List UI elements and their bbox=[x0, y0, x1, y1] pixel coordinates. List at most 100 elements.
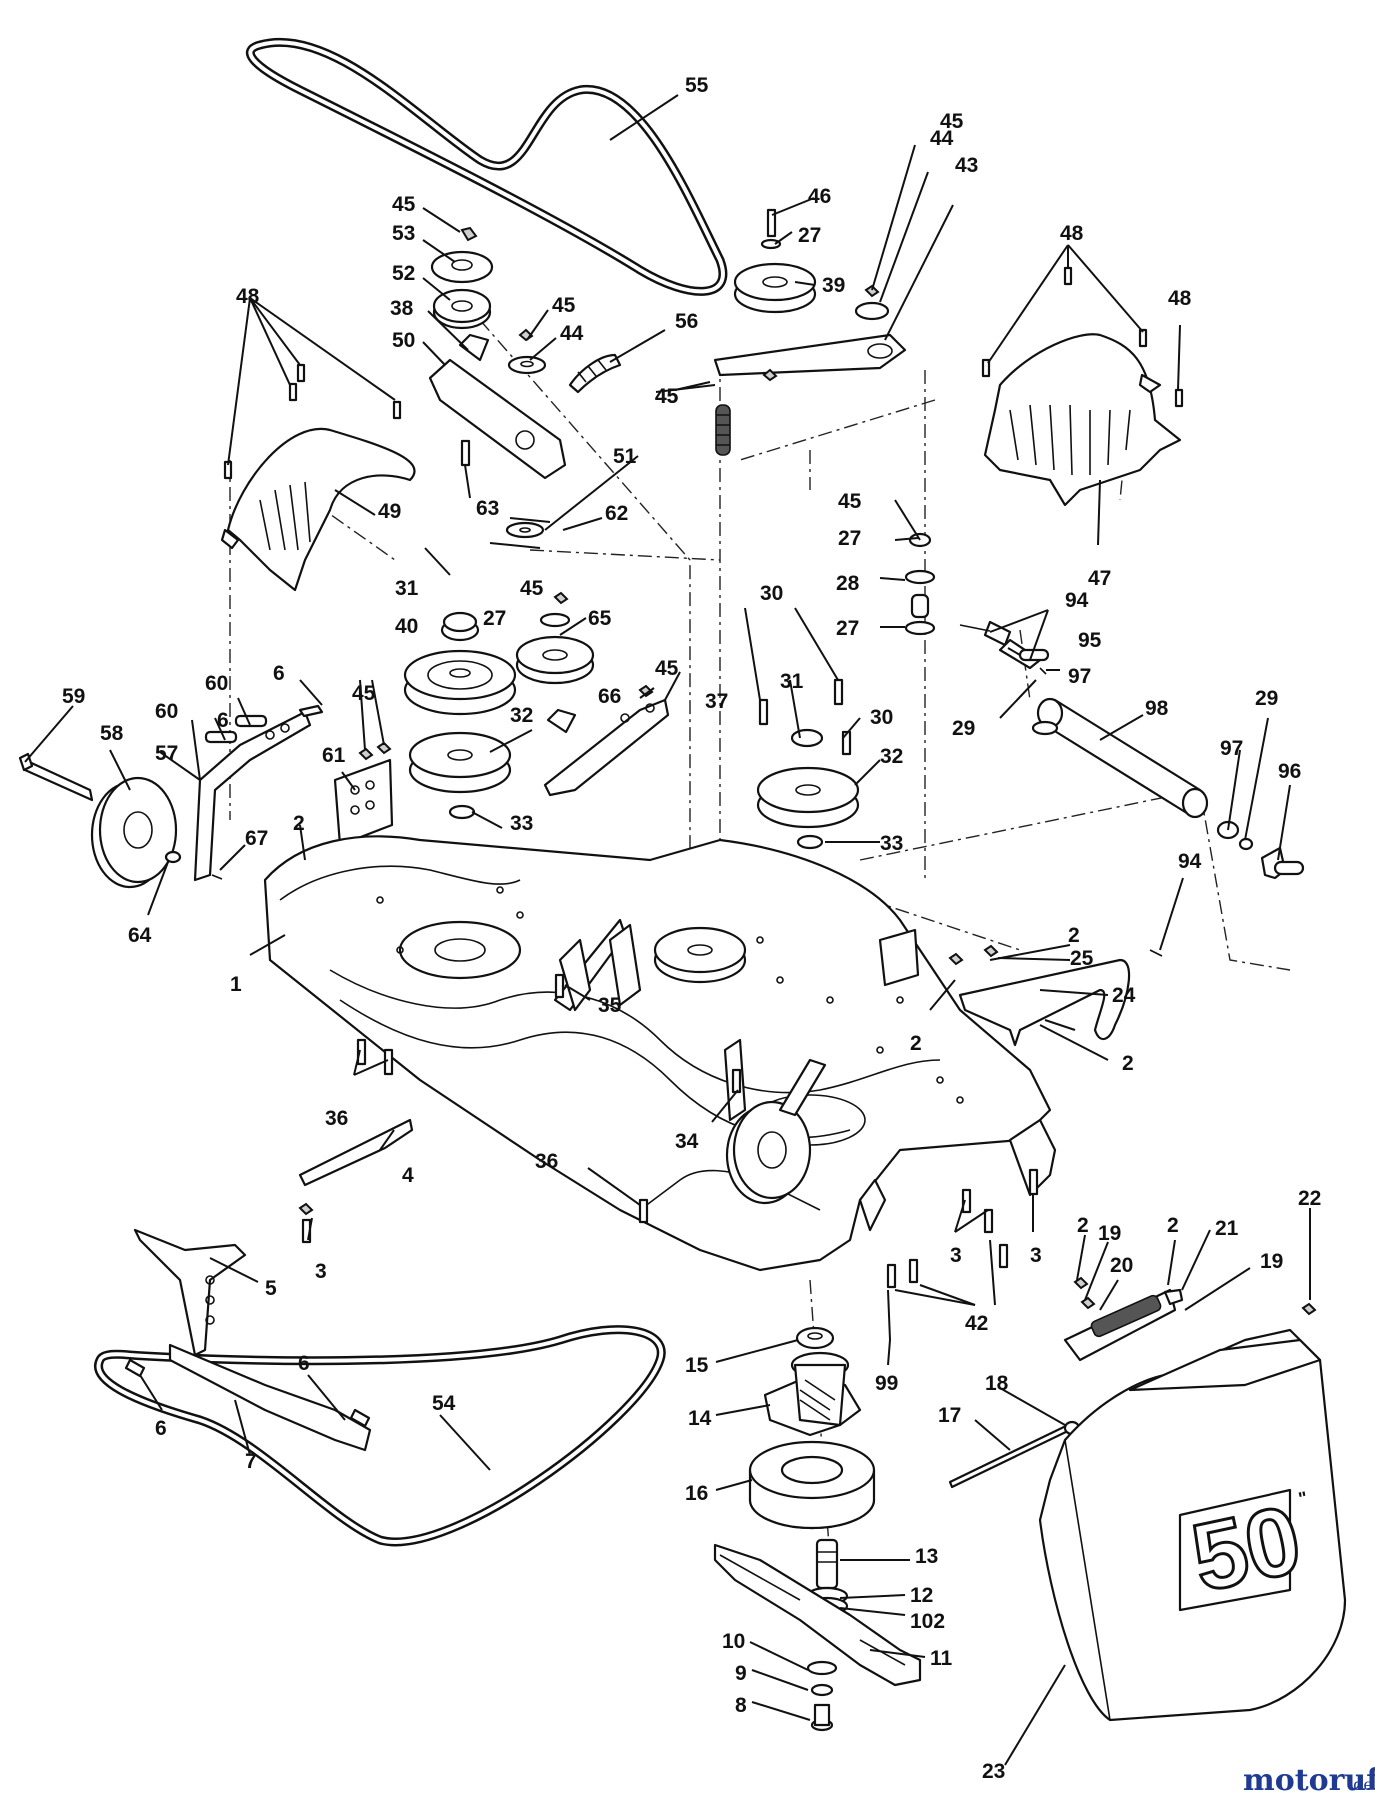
callout-label: 2 bbox=[1077, 1214, 1089, 1237]
callout-label: 6 bbox=[273, 662, 285, 685]
callout-label: 3 bbox=[950, 1244, 962, 1267]
callout-label: 45 bbox=[655, 385, 679, 408]
callout-label: 102 bbox=[910, 1610, 945, 1633]
callout-label: 2 bbox=[1068, 924, 1080, 947]
callout-label: 28 bbox=[836, 572, 860, 595]
callout-label: 3 bbox=[1030, 1244, 1042, 1267]
callout-label: 36 bbox=[535, 1150, 558, 1173]
callout-label: 19 bbox=[1260, 1250, 1283, 1273]
callout-label: 63 bbox=[476, 497, 499, 520]
callout-label: 96 bbox=[1278, 760, 1301, 783]
callout-label: 7 bbox=[245, 1450, 257, 1473]
callout-label: 48 bbox=[1168, 287, 1192, 310]
callout-label: 31 bbox=[395, 577, 419, 600]
callout-label: 49 bbox=[378, 500, 401, 523]
belt-cover-left bbox=[220, 363, 416, 592]
callout-label: 99 bbox=[875, 1372, 898, 1395]
callout-label: 58 bbox=[100, 722, 124, 745]
callout-label: 61 bbox=[322, 744, 346, 767]
callout-label: 55 bbox=[685, 74, 709, 97]
callout-label: 60 bbox=[205, 672, 228, 695]
callout-label: 44 bbox=[930, 127, 954, 150]
callout-label: 9 bbox=[735, 1662, 747, 1685]
callout-label: 60 bbox=[155, 700, 178, 723]
callout-label: 29 bbox=[952, 717, 975, 740]
leader-lines bbox=[24, 94, 1311, 1766]
pulley-set bbox=[403, 532, 936, 850]
callout-label: 32 bbox=[510, 704, 533, 727]
upper-belt bbox=[245, 37, 728, 296]
callout-label: 4 bbox=[402, 1164, 414, 1187]
callout-label: 64 bbox=[128, 924, 152, 947]
callout-label: 27 bbox=[836, 617, 859, 640]
callout-label: 39 bbox=[822, 274, 845, 297]
callout-label: 43 bbox=[955, 154, 978, 177]
watermark-suffix: .de bbox=[1348, 1775, 1373, 1794]
callout-label: 45 bbox=[552, 294, 576, 317]
callout-label: 38 bbox=[390, 297, 414, 320]
callout-label: 47 bbox=[1088, 567, 1111, 590]
deck-size-unit: " bbox=[1297, 1488, 1310, 1509]
callout-label: 15 bbox=[685, 1354, 709, 1377]
callout-label: 27 bbox=[798, 224, 821, 247]
callout-label: 32 bbox=[880, 745, 903, 768]
callout-label: 1 bbox=[230, 973, 242, 996]
idler-bracket-mid bbox=[543, 684, 670, 797]
callout-label: 45 bbox=[655, 385, 679, 408]
gauge-wheel-group bbox=[18, 704, 324, 889]
callout-label: 19 bbox=[1098, 1222, 1121, 1245]
belt-cover-right bbox=[981, 266, 1184, 507]
callout-label: 27 bbox=[483, 607, 506, 630]
spindle-assembly bbox=[748, 1326, 876, 1616]
callout-label: 2 bbox=[1167, 1214, 1179, 1237]
callout-label: 2 bbox=[1122, 1052, 1134, 1075]
callout-label: 12 bbox=[910, 1584, 933, 1607]
callout-label: 6 bbox=[298, 1352, 310, 1375]
callout-label: 25 bbox=[1070, 947, 1094, 970]
idler-arm-right bbox=[713, 208, 907, 382]
callout-label: 46 bbox=[808, 185, 831, 208]
callout-label: 2 bbox=[910, 1032, 922, 1055]
callout-label: 22 bbox=[1298, 1187, 1321, 1210]
callout-label: 16 bbox=[685, 1482, 708, 1505]
idler-bracket-left bbox=[428, 226, 731, 539]
callout-label: 34 bbox=[675, 1130, 699, 1153]
callout-label: 40 bbox=[395, 615, 418, 638]
callout-label: 6 bbox=[155, 1417, 167, 1440]
callout-label: 24 bbox=[1112, 984, 1136, 1007]
callout-label: 29 bbox=[1255, 687, 1278, 710]
callout-label: 20 bbox=[1110, 1254, 1133, 1277]
callout-label: 21 bbox=[1215, 1217, 1239, 1240]
lower-belt bbox=[94, 1325, 666, 1547]
callout-label: 30 bbox=[870, 706, 893, 729]
callout-label: 44 bbox=[560, 322, 584, 345]
callout-label: 37 bbox=[705, 690, 728, 713]
callout-label: 45 bbox=[940, 110, 964, 133]
callout-label: 45 bbox=[520, 577, 544, 600]
callout-label: 65 bbox=[588, 607, 612, 630]
callout-label: 48 bbox=[1060, 222, 1084, 245]
callout-label: 13 bbox=[915, 1545, 938, 1568]
callout-label: 33 bbox=[880, 832, 903, 855]
callout-label: 94 bbox=[1065, 589, 1089, 612]
callout-label: 6 bbox=[217, 709, 229, 732]
blade-bolt-stack bbox=[806, 1660, 838, 1732]
callout-label: 67 bbox=[245, 827, 268, 850]
callout-label: 53 bbox=[392, 222, 415, 245]
callout-label: 97 bbox=[1220, 737, 1243, 760]
deck-fasteners bbox=[298, 944, 1317, 1316]
callout-label: 14 bbox=[688, 1407, 712, 1430]
callout-label: 35 bbox=[598, 994, 622, 1017]
roller-group bbox=[959, 620, 1305, 957]
callout-label: 3 bbox=[315, 1260, 327, 1283]
callout-label: 45 bbox=[392, 193, 416, 216]
watermark-brand: motoruf bbox=[1243, 1763, 1375, 1798]
front-wheel bbox=[725, 1058, 827, 1205]
callout-label: 18 bbox=[985, 1372, 1009, 1395]
callout-label: 5 bbox=[265, 1277, 277, 1300]
callout-label: 57 bbox=[155, 742, 178, 765]
callout-label: 98 bbox=[1145, 697, 1169, 720]
deflector-rod bbox=[948, 1420, 1081, 1489]
callout-label: 45 bbox=[655, 657, 679, 680]
deck-size-badge: 50 " bbox=[1182, 1484, 1312, 1614]
